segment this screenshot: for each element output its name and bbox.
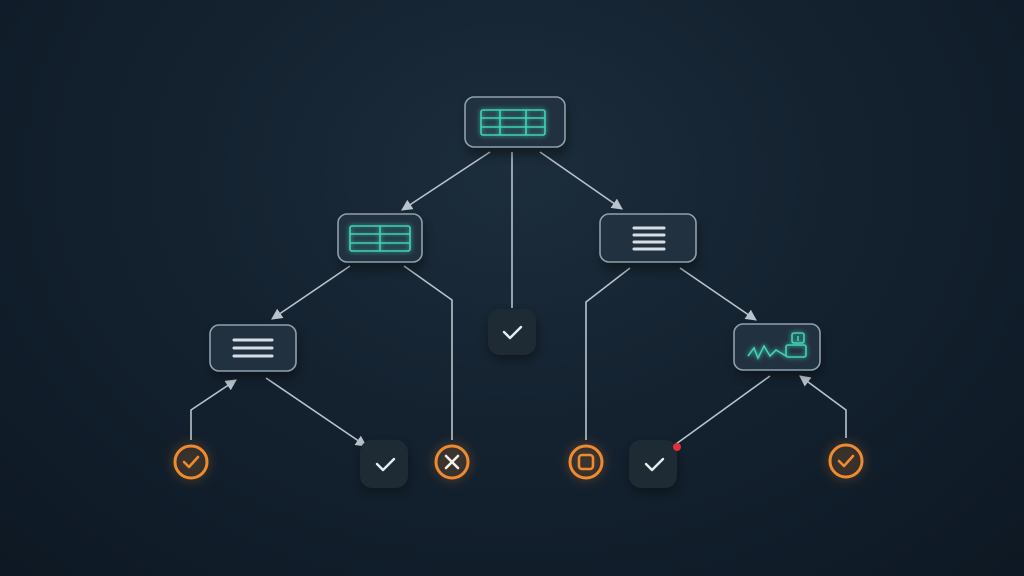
alert-dot	[673, 443, 681, 451]
edge-rr-check-right-low	[799, 375, 847, 438]
check-icon	[644, 457, 665, 472]
menu-lines-icon	[632, 226, 666, 251]
edge-right-low-dark-check	[675, 375, 771, 445]
rl-dark-check-badge[interactable]	[629, 440, 681, 492]
edge-right-mid-square	[585, 267, 631, 440]
edge-root-right-mid	[539, 151, 623, 210]
check-icon	[375, 457, 396, 472]
edge-root-left-mid	[401, 151, 491, 211]
close-icon	[444, 454, 460, 470]
fail-x-badge[interactable]	[432, 442, 472, 482]
table-screen-icon	[480, 109, 546, 136]
edge-left-mid-fail	[403, 265, 453, 440]
check-icon	[182, 455, 200, 469]
node-right-mid[interactable]	[599, 213, 698, 270]
rr-check-badge[interactable]	[826, 441, 866, 481]
node-right-low[interactable]	[733, 323, 822, 376]
waveform-chart-icon	[747, 332, 807, 360]
edge-left-mid-left-low	[271, 265, 351, 320]
menu-lines-icon	[232, 338, 274, 358]
check-icon	[502, 325, 523, 340]
edges	[190, 151, 847, 447]
table-screen-icon	[349, 225, 411, 252]
edge-right-mid-right-low	[679, 267, 757, 321]
check-icon	[837, 454, 855, 468]
ll-dark-check-badge[interactable]	[360, 440, 409, 491]
square-stop-badge[interactable]	[566, 442, 606, 482]
node-left-low[interactable]	[209, 324, 298, 378]
ll-check-badge[interactable]	[171, 442, 211, 482]
edge-ll-check-left-low	[190, 379, 237, 440]
node-left-mid[interactable]	[337, 213, 424, 270]
center-check-badge[interactable]	[488, 309, 537, 360]
edge-left-low-dark-check	[265, 377, 367, 447]
node-root[interactable]	[464, 96, 567, 155]
square-icon	[577, 453, 595, 471]
